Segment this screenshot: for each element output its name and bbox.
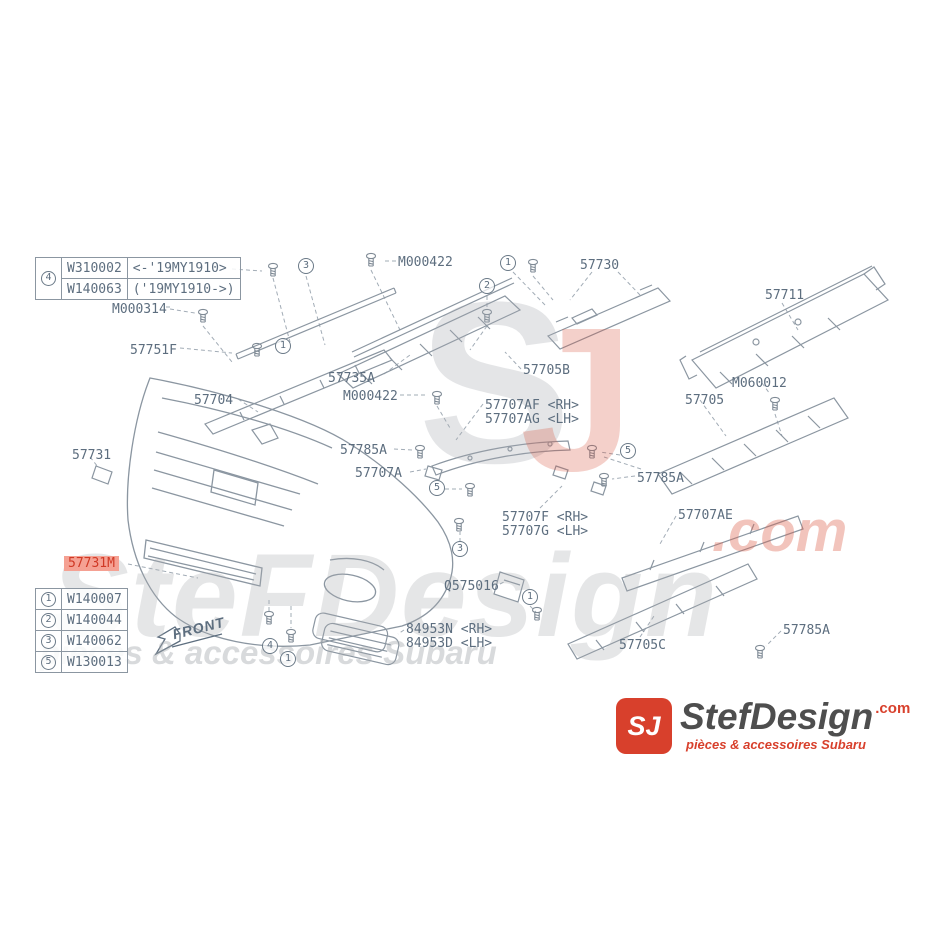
part-code-cell: W140044 [61, 609, 128, 631]
clip-57731-part [91, 465, 113, 485]
callout-marker: 2 [479, 278, 495, 294]
callout-marker: 1 [275, 338, 291, 354]
table-marker-cell: 2 [35, 609, 62, 631]
part-code-cell: W140062 [61, 630, 128, 652]
callout-marker: 5 [41, 654, 56, 670]
callout-marker: 5 [620, 443, 636, 459]
fog-cover-part [312, 612, 400, 666]
site-logo: SJ StefDesign .com pièces & accessoires … [616, 698, 916, 768]
bracket-q575016-part [493, 571, 525, 603]
table-marker-cell: 5 [35, 651, 62, 673]
bumper-beam-part [679, 265, 889, 389]
callout-marker: 4 [262, 638, 278, 654]
retainer-lower-part [621, 515, 804, 592]
callout-marker: 3 [41, 633, 56, 649]
part-label: 57707G <LH> [502, 524, 589, 539]
callout-marker: 1 [522, 589, 538, 605]
callout-marker: 4 [41, 271, 56, 286]
part-label: 57730 [580, 258, 620, 273]
part-label: 57707AF <RH> [485, 398, 579, 413]
front-direction-label: FRONT [170, 613, 227, 643]
part-label: 57705 [685, 393, 725, 408]
absorber-right-part [657, 397, 849, 495]
callout-marker: 5 [429, 480, 445, 496]
logo-brand-text: StefDesign [680, 696, 874, 737]
absorber-upper-part [336, 295, 522, 389]
part-label: M000314 [112, 302, 167, 317]
part-label: M000422 [343, 389, 398, 404]
callout-marker: 1 [41, 591, 56, 607]
part-label: Q575016 [444, 579, 499, 594]
callout-marker: 3 [298, 258, 314, 274]
callout-marker: 2 [41, 612, 56, 628]
logo-badge-icon: SJ [616, 698, 672, 754]
part-label: 57704 [194, 393, 234, 408]
part-code-cell: W140007 [61, 588, 128, 610]
front-arrow-icon [154, 626, 223, 656]
part-label: 84953D <LH> [406, 636, 493, 651]
part-label: 57711 [765, 288, 805, 303]
applicability-table: 4 W310002 <-'19MY1910> W140063 ('19MY191… [35, 257, 241, 300]
logo-tagline-text: pièces & accessoires Subaru [686, 737, 866, 752]
date-range-cell: ('19MY1910->) [126, 278, 241, 300]
part-label: 57707F <RH> [502, 510, 589, 525]
part-label: 57751F [130, 343, 177, 358]
part-label: 57707A [355, 466, 402, 481]
part-code-cell: W310002 [61, 257, 128, 279]
fastener-legend-table: 1 W140007 2 W140044 3 W140062 5 W [35, 588, 128, 673]
part-label: 57707AG <LH> [485, 412, 579, 427]
callout-marker: 3 [452, 541, 468, 557]
part-label: M060012 [732, 376, 787, 391]
part-label: 57731 [72, 448, 112, 463]
retainer-upper-part [424, 440, 607, 496]
date-range-cell: <-'19MY1910> [126, 257, 241, 279]
part-label: 57785A [340, 443, 387, 458]
part-label: 57785A [783, 623, 830, 638]
part-code-cell: W130013 [61, 651, 128, 673]
part-label-highlighted: 57731M [64, 556, 119, 571]
table-marker-cell: 3 [35, 630, 62, 652]
part-label: 57705B [523, 363, 570, 378]
callout-marker: 1 [280, 651, 296, 667]
callout-marker: 1 [500, 255, 516, 271]
part-label: 57735A [328, 371, 375, 386]
part-label: 57707AE [678, 508, 733, 523]
table-marker-cell: 4 [35, 257, 62, 300]
part-label: 57705C [619, 638, 666, 653]
leader-lines [89, 260, 799, 647]
table-marker-cell: 1 [35, 588, 62, 610]
bumper-cover-part [126, 377, 454, 647]
logo-com-text: .com [875, 700, 911, 717]
bracket-57730-part [546, 284, 672, 350]
part-label: 57785A [637, 471, 684, 486]
part-code-cell: W140063 [61, 278, 128, 300]
absorber-lower-part [567, 563, 758, 660]
part-label: 84953N <RH> [406, 622, 493, 637]
part-label: M000422 [398, 255, 453, 270]
